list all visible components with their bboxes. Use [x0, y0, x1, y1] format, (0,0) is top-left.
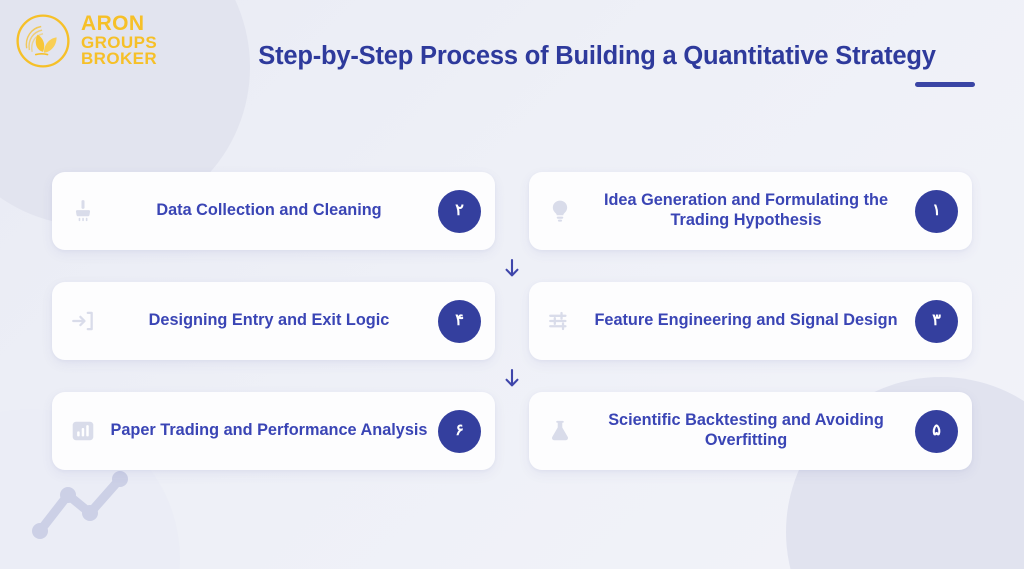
- steps-row-2: Designing Entry and Exit Logic ۴ Feature…: [52, 282, 972, 360]
- step-card-backtesting[interactable]: Scientific Backtesting and Avoiding Over…: [529, 392, 972, 470]
- brand-line-2: GROUPS: [81, 32, 158, 52]
- page-title: Step-by-Step Process of Building a Quant…: [258, 42, 936, 70]
- lightbulb-icon: [543, 194, 577, 228]
- step-card-feature-engineering[interactable]: Feature Engineering and Signal Design ۳: [529, 282, 972, 360]
- line-chart-decoration: [32, 471, 128, 539]
- arrow-down-icon: [505, 368, 519, 387]
- step-number-badge: ۶: [438, 409, 481, 453]
- bar-chart-icon: [66, 414, 100, 448]
- broom-icon: [66, 194, 100, 228]
- page-header: ARON GROUPS BROKER Step-by-Step Process …: [0, 0, 1024, 120]
- step-card-data-collection[interactable]: Data Collection and Cleaning ۲: [52, 172, 495, 250]
- step-card-label: Data Collection and Cleaning: [156, 201, 382, 220]
- connector-arrow-2: [495, 362, 529, 394]
- step-card-label: Scientific Backtesting and Avoiding Over…: [608, 411, 884, 449]
- step-card-label: Idea Generation and Formulating the Trad…: [603, 191, 889, 229]
- brand-line-1: ARON: [81, 12, 145, 36]
- process-steps-board: Data Collection and Cleaning ۲ Idea Gene…: [52, 172, 972, 502]
- step-card-label: Designing Entry and Exit Logic: [148, 311, 390, 330]
- brand-line-3: BROKER: [81, 49, 158, 69]
- arrow-down-icon: [505, 258, 519, 277]
- sliders-icon: [543, 304, 577, 338]
- title-underline-accent: [915, 82, 975, 87]
- brand-logo-text: ARON GROUPS BROKER: [81, 12, 158, 69]
- step-number-badge: ۱: [915, 189, 958, 233]
- step-card-label: Feature Engineering and Signal Design: [594, 311, 898, 330]
- flask-icon: [543, 414, 577, 448]
- step-number-badge: ۵: [915, 409, 958, 453]
- step-number-badge: ۴: [438, 299, 481, 343]
- brand-logo[interactable]: ARON GROUPS BROKER: [14, 12, 157, 70]
- step-card-idea-generation[interactable]: Idea Generation and Formulating the Trad…: [529, 172, 972, 250]
- steps-row-3: Paper Trading and Performance Analysis ۶…: [52, 392, 972, 470]
- step-card-entry-exit-logic[interactable]: Designing Entry and Exit Logic ۴: [52, 282, 495, 360]
- aron-leaf-circle-logo-icon: [16, 14, 70, 68]
- login-arrow-icon: [66, 304, 100, 338]
- step-card-paper-trading[interactable]: Paper Trading and Performance Analysis ۶: [52, 392, 495, 470]
- connector-arrow-1: [495, 252, 529, 284]
- step-number-badge: ۳: [915, 299, 958, 343]
- step-number-badge: ۲: [438, 189, 481, 233]
- steps-row-1: Data Collection and Cleaning ۲ Idea Gene…: [52, 172, 972, 250]
- step-card-label: Paper Trading and Performance Analysis: [110, 421, 428, 440]
